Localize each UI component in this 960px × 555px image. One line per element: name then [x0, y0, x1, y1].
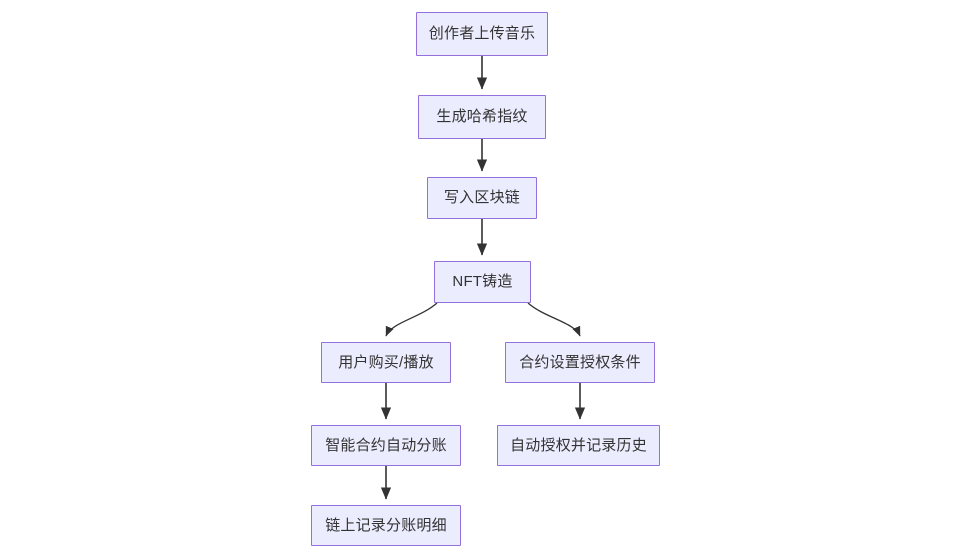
flow-node-label: 写入区块链 — [443, 189, 520, 206]
flow-node-contract-set-license-terms[interactable]: 合约设置授权条件 — [505, 342, 655, 383]
flow-node-write-to-blockchain[interactable]: 写入区块链 — [427, 177, 537, 219]
flow-node-label: 用户购买/播放 — [338, 353, 434, 371]
flow-node-nft-minting[interactable]: NFT铸造 — [434, 261, 531, 303]
flow-node-label: NFT铸造 — [452, 273, 513, 290]
flow-node-label: 链上记录分账明细 — [325, 516, 447, 534]
flow-node-label: 生成哈希指纹 — [436, 108, 528, 125]
flow-node-label: 创作者上传音乐 — [428, 25, 536, 42]
flow-node-label: 合约设置授权条件 — [519, 353, 641, 371]
flow-node-auto-license-and-log-history[interactable]: 自动授权并记录历史 — [497, 425, 660, 466]
flow-node-user-purchase-playback[interactable]: 用户购买/播放 — [321, 342, 451, 383]
flow-node-smart-contract-auto-split[interactable]: 智能合约自动分账 — [311, 425, 461, 466]
flow-node-label: 智能合约自动分账 — [325, 436, 447, 454]
edge-n4-n6 — [527, 302, 581, 337]
flow-node-generate-hash-fingerprint[interactable]: 生成哈希指纹 — [418, 95, 546, 139]
flow-node-label: 自动授权并记录历史 — [510, 436, 647, 454]
edge-n4-n5 — [385, 302, 438, 337]
flow-node-creator-upload-music[interactable]: 创作者上传音乐 — [416, 12, 548, 56]
flow-node-onchain-split-records[interactable]: 链上记录分账明细 — [311, 505, 461, 546]
